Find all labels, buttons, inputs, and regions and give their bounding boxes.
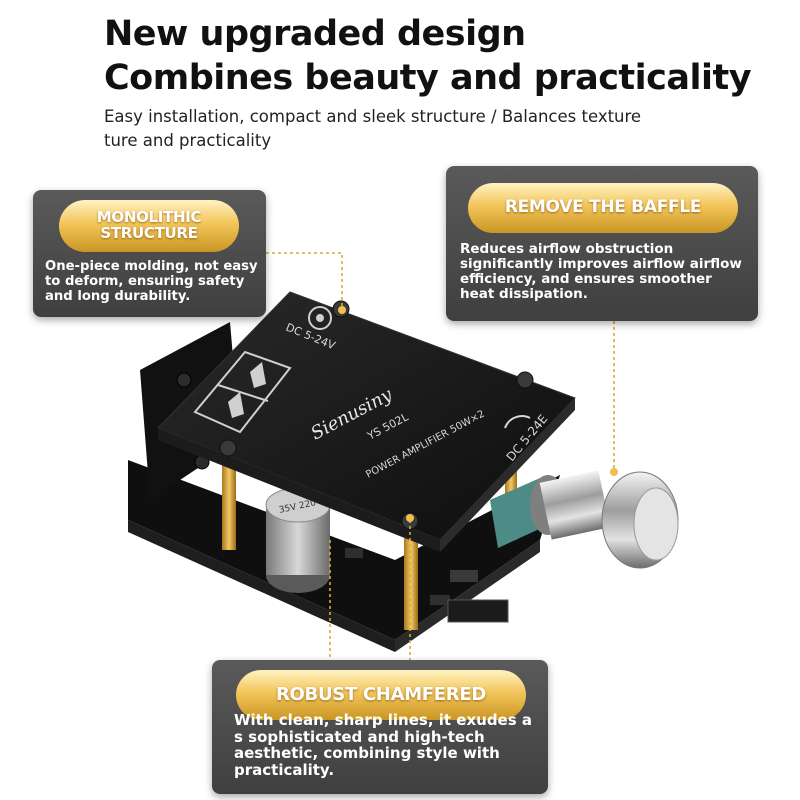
- brass-standoff: [404, 520, 418, 630]
- speaker-icon: [228, 392, 244, 418]
- smd-component: [430, 595, 450, 605]
- pill-robust-chamfered: ROBUST CHAMFERED: [236, 670, 526, 720]
- brass-standoff: [222, 450, 236, 550]
- subheading-line-2: ture and practicality: [104, 131, 272, 150]
- terminal-screw: [176, 372, 192, 388]
- knob-dial-arc: [504, 415, 531, 429]
- headline-line-1: New upgraded design: [104, 14, 526, 54]
- callout-remove-baffle: REMOVE THE BAFFLE Reduces airflow obstru…: [446, 166, 758, 321]
- pill-title-line-2: STRUCTURE: [100, 224, 198, 242]
- bluetooth-antenna: [447, 599, 509, 623]
- callout-robust-chamfered: ROBUST CHAMFERED With clean, sharp lines…: [212, 660, 548, 794]
- guide-dot: [338, 306, 346, 314]
- smd-component: [450, 570, 478, 582]
- mounting-screw: [219, 439, 237, 457]
- pill-remove-baffle: REMOVE THE BAFFLE: [468, 183, 738, 233]
- subheading-line-1: Easy installation, compact and sleek str…: [104, 107, 642, 126]
- headline-line-2: Combines beauty and practicality: [104, 58, 752, 98]
- smd-component: [345, 548, 363, 558]
- guide-line-monolithic: [266, 252, 343, 306]
- mounting-screw: [516, 371, 534, 389]
- callout-body-chamfered: With clean, sharp lines, it exudes a s s…: [234, 711, 533, 779]
- speaker-icon: [250, 362, 266, 388]
- speaker-label-panel: [193, 350, 292, 434]
- dc-jack: [308, 306, 332, 330]
- pill-title-line-1: MONOLITHIC: [96, 208, 202, 227]
- callout-monolithic-structure: MONOLITHIC STRUCTURE One-piece molding, …: [33, 190, 266, 317]
- volume-knob-shaft: [539, 470, 611, 540]
- guide-dot: [406, 514, 414, 522]
- callout-body-baffle: Reduces airflow obstruction significantl…: [460, 241, 742, 303]
- lower-pcb-edge: [128, 520, 395, 652]
- callout-body-monolithic: One-piece molding, not easy to deform, e…: [45, 259, 258, 304]
- guide-dot: [610, 468, 618, 476]
- pill-monolithic-structure: MONOLITHIC STRUCTURE: [59, 200, 239, 252]
